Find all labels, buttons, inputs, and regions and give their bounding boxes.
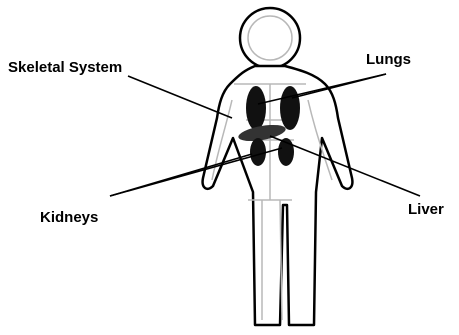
- label-skeletal-system: Skeletal System: [8, 60, 122, 75]
- human-body-outline-icon: [203, 8, 353, 325]
- left-kidney: [250, 138, 266, 166]
- label-liver: Liver: [408, 202, 444, 217]
- left-lung: [246, 86, 266, 130]
- label-lungs: Lungs: [366, 52, 411, 67]
- label-kidneys: Kidneys: [40, 210, 98, 225]
- right-lung: [280, 86, 300, 130]
- skeletal-pointer: [128, 76, 232, 118]
